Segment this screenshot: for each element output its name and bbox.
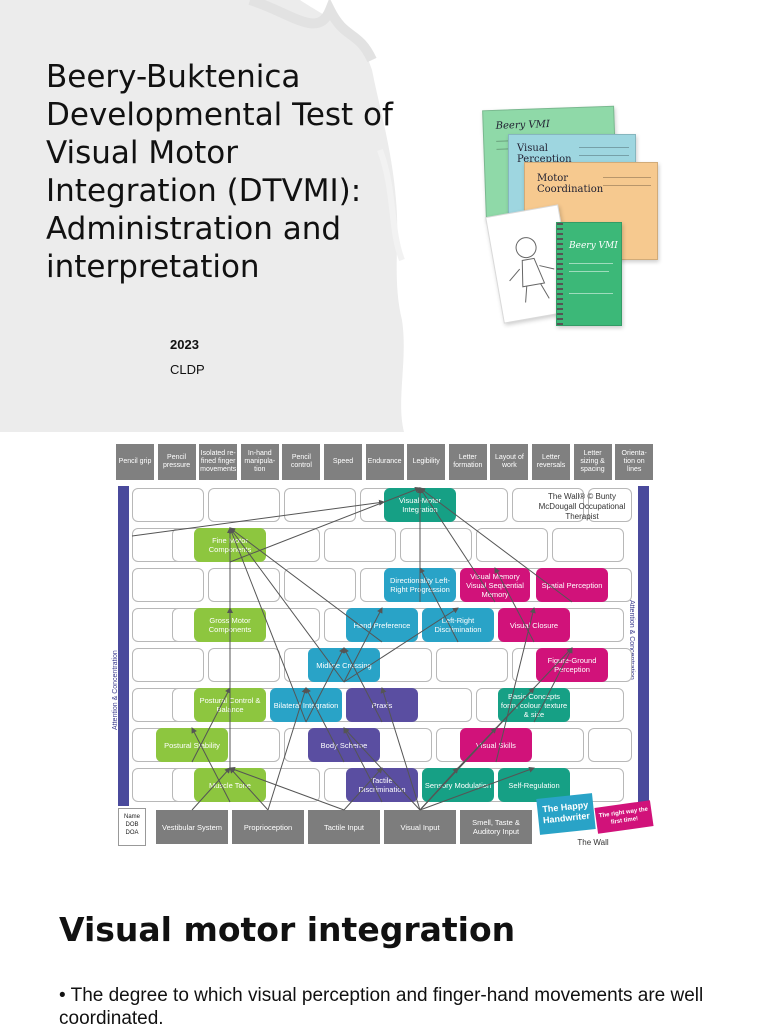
booklet-title: Motor Coordination <box>537 173 604 195</box>
wall-brick <box>132 488 204 522</box>
sensory-input-cell: Proprioception <box>232 810 304 844</box>
wall-brick <box>208 568 280 602</box>
skill-cell: In-hand manipula-tion <box>240 444 279 480</box>
skill-cell: Isolated re-fined finger movements <box>199 444 238 480</box>
dependency-arrow <box>343 767 383 811</box>
dependency-arrow <box>419 487 496 603</box>
dependency-arrow <box>419 567 459 643</box>
node-spatial: Spatial Perception <box>536 568 608 602</box>
dependency-arrow <box>494 567 535 643</box>
dependency-arrow <box>419 767 459 811</box>
booklet-beery-vmi-spiral: Beery VMI <box>556 222 622 326</box>
wall-brick <box>208 648 280 682</box>
dependency-arrow <box>229 527 345 683</box>
dependency-arrow <box>419 766 535 811</box>
wall-brick <box>132 568 204 602</box>
skill-cell: Endurance <box>365 444 404 480</box>
dependency-arrow <box>419 487 573 603</box>
booklet-drawing-page <box>485 204 577 324</box>
dependency-arrow <box>229 527 383 643</box>
skill-cell: Letter sizing & spacing <box>573 444 612 480</box>
skill-cell: Pencil grip <box>116 444 154 480</box>
wall-brick <box>512 488 584 522</box>
skill-cell: Layout of work <box>490 444 529 480</box>
wall-credit: The Wall® © Bunty McDougall Occupational… <box>538 492 626 521</box>
test-booklets-image: Beery VMI Visual Perception Motor Coordi… <box>478 100 668 330</box>
skill-cell: Legibility <box>407 444 446 480</box>
slide-organization: CLDP <box>170 362 205 377</box>
content-slide: Visual motor integration • The degree to… <box>0 876 768 1024</box>
skill-cell: Letter reversals <box>532 444 570 480</box>
node-visual-closure: Visual Closure <box>498 608 570 642</box>
node-lr-disc: Left-Right Discrimination <box>422 608 494 642</box>
dependency-arrow <box>533 647 573 723</box>
wall-brick <box>284 568 356 602</box>
wall-brick <box>588 488 632 522</box>
dependency-arrow <box>343 647 383 723</box>
attention-bar-right <box>638 486 649 806</box>
dependency-arrow <box>380 687 421 811</box>
skill-cell: Letter formation <box>448 444 487 480</box>
dependency-arrow <box>267 687 308 811</box>
wall-brick <box>284 488 356 522</box>
slide-year: 2023 <box>170 337 199 352</box>
booklet-title: Beery VMI <box>495 118 551 132</box>
paint-stroke-background <box>0 0 405 432</box>
name-dob-doa-box: Name DOB DOA <box>118 808 146 846</box>
title-slide: Beery-Buktenica Developmental Test of Vi… <box>0 0 768 432</box>
dependency-arrow <box>191 687 231 763</box>
dependency-arrow <box>131 499 385 537</box>
node-praxis: Praxis <box>346 688 418 722</box>
dependency-arrow <box>305 647 345 723</box>
bullet-point: • The degree to which visual perception … <box>59 985 704 1024</box>
dependency-arrow <box>229 487 421 563</box>
sensory-input-cell: Smell, Taste & Auditory Input <box>460 810 532 844</box>
wall-brick <box>476 528 548 562</box>
dependency-arrow <box>305 687 345 763</box>
attention-bar-left <box>118 486 129 806</box>
dependency-arrow <box>229 767 269 811</box>
dependency-arrow <box>343 607 383 683</box>
skill-cell: Pencil control <box>282 444 321 480</box>
dependency-arrow <box>457 647 573 769</box>
booklet-title: Visual Perception <box>517 143 572 165</box>
wall-brick <box>552 528 624 562</box>
dependency-arrow <box>495 607 536 763</box>
skill-cell: Pencil pressure <box>157 444 196 480</box>
dependency-arrow <box>191 727 231 803</box>
wall-brick <box>588 728 632 762</box>
wall-brick <box>208 488 280 522</box>
wall-brick <box>324 528 396 562</box>
wall-brick <box>400 528 472 562</box>
section-heading: Visual motor integration <box>59 910 516 949</box>
sensory-input-cell: Visual Input <box>384 810 456 844</box>
dependency-arrow <box>343 607 459 683</box>
wall-brick <box>132 648 204 682</box>
sensory-input-cell: Tactile Input <box>308 810 380 844</box>
logo-wall-label: The Wall <box>577 838 609 847</box>
skill-cell: Speed <box>324 444 362 480</box>
dependency-arrows <box>131 487 573 811</box>
dependency-arrow <box>343 727 383 803</box>
dependency-arrow <box>229 766 345 811</box>
wall-brick <box>436 648 508 682</box>
node-bilateral: Bilateral Integration <box>270 688 342 722</box>
child-drawing-icon <box>509 237 555 303</box>
booklet-title: Beery VMI <box>569 241 618 251</box>
slide-title: Beery-Buktenica Developmental Test of Vi… <box>46 59 393 285</box>
dependency-arrow <box>191 767 231 811</box>
skill-cell: Orienta-tion on lines <box>615 444 654 480</box>
sensory-input-cell: Vestibular System <box>156 810 228 844</box>
dependency-arrow <box>229 527 307 723</box>
